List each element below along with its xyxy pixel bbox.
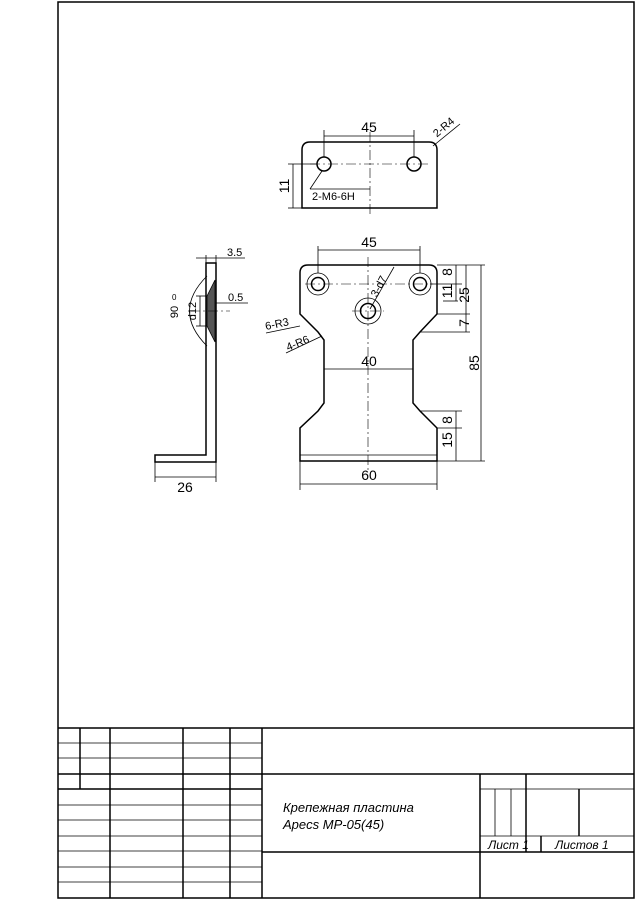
front-dim-85: 85 <box>466 355 482 371</box>
front-dim-7: 7 <box>456 319 472 327</box>
side-view: 3.5 0.5 d12 90 0 26 <box>154 247 248 495</box>
front-hole-spacing-dim: 45 <box>361 234 377 250</box>
front-center-hole-label: 3-d7 <box>369 274 390 299</box>
side-thickness-dim: 3.5 <box>227 247 242 259</box>
top-view: 45 11 2-R4 2-M6-6H <box>276 115 461 215</box>
front-dim-8-top: 8 <box>439 268 455 276</box>
side-offset-dim: 0.5 <box>228 292 243 304</box>
front-base-width-dim: 60 <box>361 467 377 483</box>
side-foot-length-dim: 26 <box>177 479 193 495</box>
title-block: Крепежная пластина Apecs MP-05(45) Лист … <box>58 727 634 898</box>
side-countersink-angle: 90 <box>169 306 181 318</box>
front-dim-25: 25 <box>456 287 472 303</box>
front-view-outline <box>299 264 438 462</box>
title-name-line2: Apecs MP-05(45) <box>282 817 384 832</box>
front-dim-15: 15 <box>439 432 455 448</box>
side-view-outline <box>154 262 217 463</box>
top-view-height-dim: 11 <box>276 179 292 194</box>
title-sheet-label: Лист 1 <box>487 838 529 852</box>
side-angle-degree: 0 <box>172 293 177 302</box>
sheet-frame <box>57 1 635 899</box>
front-neck-radius-label: 4-R6 <box>285 334 312 354</box>
side-countersink-diameter: d12 <box>187 302 199 320</box>
top-view-thread-label: 2-M6-6H <box>312 191 355 203</box>
title-sheets-label: Листов 1 <box>554 838 609 852</box>
front-dim-8-bottom: 8 <box>439 416 455 424</box>
countersink-angle-arc <box>189 275 208 347</box>
top-view-width-dim: 45 <box>361 119 377 135</box>
front-neck-width-dim: 40 <box>361 353 377 369</box>
top-view-radius-label: 2-R4 <box>431 115 457 140</box>
front-dim-11: 11 <box>439 284 455 299</box>
title-name-line1: Крепежная пластина <box>283 800 414 815</box>
front-notch-radius-label: 6-R3 <box>264 316 290 333</box>
top-view-outline <box>301 141 438 209</box>
front-view: 45 3-d7 6-R3 4-R6 40 60 8 11 25 <box>264 234 485 490</box>
